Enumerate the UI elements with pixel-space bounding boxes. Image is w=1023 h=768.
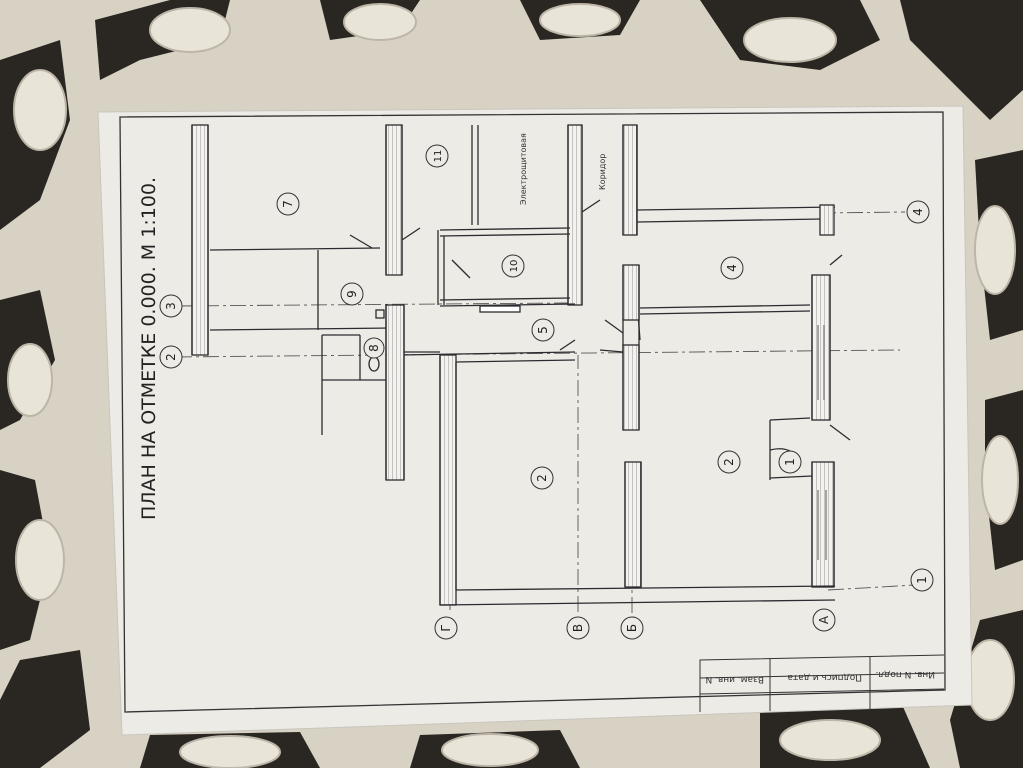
title-block-stamp: Инв. N подл. Подпись и дата Взам. инв. N [699,654,945,712]
drawing-frame [119,111,946,713]
axis-letter-g-label: Г [439,624,453,631]
floor-plan-drawing [175,124,916,613]
axis-number-4-label: 4 [911,208,925,216]
stamp-replace-inv: Взам. инв. N [706,674,764,684]
room-7-marker: 7 [276,192,300,216]
axis-number-4: 4 [906,200,930,224]
axis-number-3: 3 [159,294,183,318]
axis-letter-a-label: А [817,615,831,624]
room-1-number: 1 [783,458,797,466]
axis-letter-b: Б [620,616,644,640]
axis-number-2-label: 2 [164,353,178,361]
room-5-marker: 5 [531,318,555,342]
room-11-marker: 11 [425,144,449,168]
axis-number-3-label: 3 [164,302,178,310]
corridor-label: Коридор [598,154,607,190]
room-2-left-number: 2 [535,474,549,482]
room-markers: 1 2 2 4 5 7 8 9 [276,144,802,490]
room-1-marker: 1 [778,450,802,474]
room-7-number: 7 [281,200,295,208]
axis-letter-b-label: Б [625,624,639,632]
room-9-number: 9 [345,290,359,298]
room-11-number: 11 [433,150,444,163]
room-5-number: 5 [536,326,550,334]
room-10-number: 10 [509,260,520,273]
room-8-number: 8 [367,344,381,352]
room-4-marker: 4 [720,256,744,280]
axis-letter-a: А [812,608,836,632]
axis-number-1-label: 1 [915,576,929,584]
room-2-right-number: 2 [722,458,736,466]
stamp-inv-no: Инв. N подл. [876,669,935,679]
room-10-marker: 10 [501,254,525,278]
room-2-left-marker: 2 [530,466,554,490]
axis-letter-g: Г [434,616,458,640]
room-9-marker: 9 [340,282,364,306]
electrical-room-label: Электрощитовая [519,133,528,205]
room-2-right-marker: 2 [717,450,741,474]
paper-sheet [97,105,973,736]
grid-axis-markers: Г В Б А 1 2 3 4 [159,200,934,640]
axis-letter-v-label: В [571,624,585,632]
room-8-marker: 8 [363,337,385,359]
axis-number-1: 1 [910,568,934,592]
page-title: ПЛАН НА ОТМЕТКЕ 0.000. М 1:100. [138,177,160,520]
room-4-number: 4 [725,264,739,272]
axis-number-2: 2 [159,345,183,369]
axis-letter-v: В [566,616,590,640]
stamp-sign-date: Подпись и дата [787,672,862,682]
